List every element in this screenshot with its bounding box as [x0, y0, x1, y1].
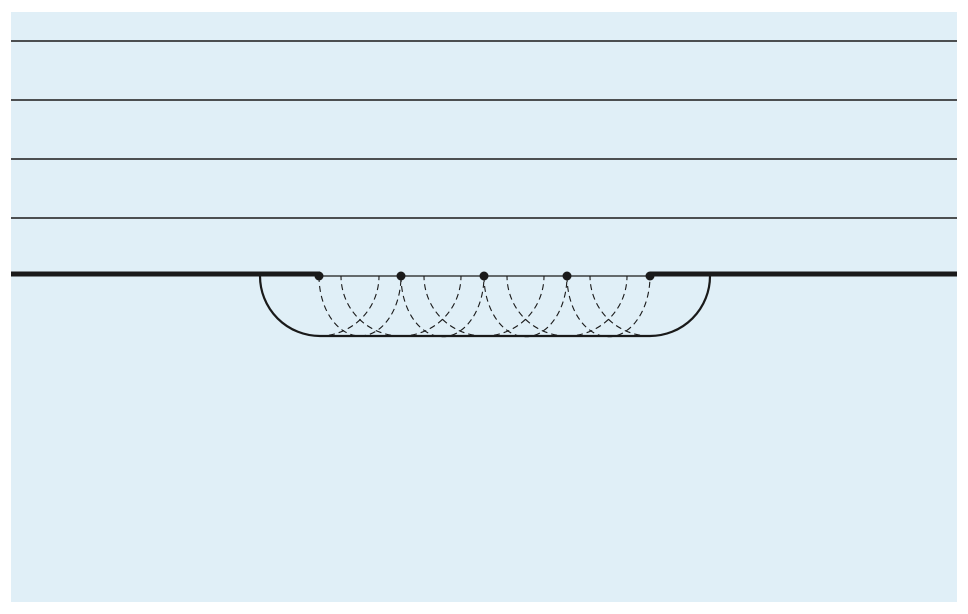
incident-wavefronts — [11, 40, 957, 219]
source-point — [479, 271, 489, 281]
wavelet-arc — [318, 275, 402, 337]
envelope-left-edge — [258, 275, 321, 338]
source-point — [396, 271, 406, 281]
source-point — [562, 271, 572, 281]
wavelet-arc — [483, 275, 545, 337]
diffracted-wavefront — [258, 275, 712, 338]
envelope-right-edge — [649, 275, 712, 338]
wavelet-arc — [589, 275, 651, 337]
wavelet-arc — [423, 275, 485, 337]
wavelet-arc — [340, 275, 402, 337]
source-point — [314, 271, 324, 281]
diagram-background — [11, 12, 957, 602]
point-sources — [314, 271, 655, 281]
wavelet-arc — [566, 275, 628, 337]
wavelet-arc — [318, 275, 380, 337]
wavelet-arc — [506, 275, 568, 337]
source-point — [645, 271, 655, 281]
wavelet-arc — [400, 275, 462, 337]
